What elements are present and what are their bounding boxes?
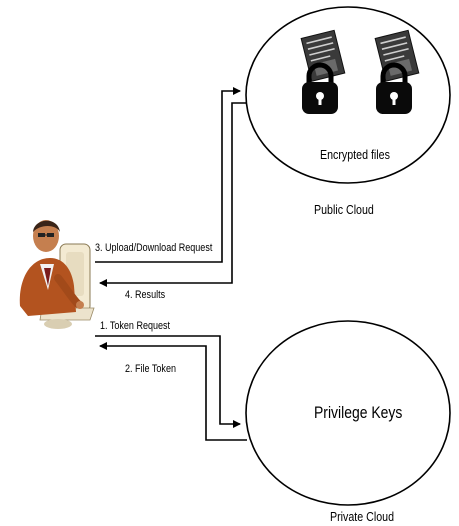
- public-cloud-caption: Public Cloud: [314, 202, 374, 217]
- private-cloud-caption: Private Cloud: [330, 509, 394, 524]
- flow-label-upload-download-request: 3. Upload/Download Request: [95, 242, 213, 254]
- results-arrow: [99, 102, 247, 287]
- file-token-arrow: [99, 342, 247, 441]
- encrypted-file-icon: [374, 29, 420, 114]
- encrypted-file-icon: [300, 29, 346, 114]
- token-request-arrow: [95, 335, 241, 428]
- user-at-computer-icon: [19, 220, 95, 329]
- flow-label-results: 4. Results: [125, 289, 166, 301]
- encrypted-files-label: Encrypted files: [320, 147, 390, 162]
- upload-download-request-arrow: [95, 87, 241, 263]
- privilege-keys-label: Privilege Keys: [314, 403, 403, 422]
- flow-label-token-request: 1. Token Request: [100, 320, 171, 332]
- flow-label-file-token: 2. File Token: [125, 363, 176, 375]
- private-cloud-ellipse: [245, 320, 451, 506]
